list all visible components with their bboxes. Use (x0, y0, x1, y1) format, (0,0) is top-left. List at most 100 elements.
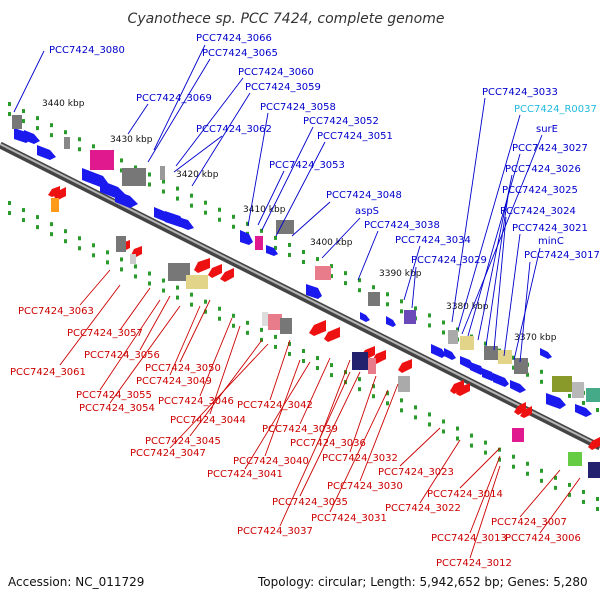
track-dot (36, 225, 39, 230)
track-dot (106, 260, 109, 265)
reverse-gene (208, 264, 222, 278)
gene-label: PCC7424_3041 (207, 469, 283, 480)
leader-line (175, 77, 244, 167)
track-dot (106, 250, 109, 255)
reverse-gene (588, 437, 600, 450)
scale-label: 3420 kbp (176, 170, 219, 180)
forward-gene (444, 348, 456, 360)
track-dot (344, 271, 347, 276)
forward-gene (240, 230, 253, 245)
track-dot (162, 179, 165, 184)
track-dot (456, 327, 459, 332)
leader-line (493, 216, 507, 351)
gene-box (552, 376, 572, 392)
reverse-gene (398, 359, 412, 373)
leader-line (503, 233, 521, 357)
track-dot (120, 257, 123, 262)
track-dot (218, 217, 221, 222)
leader-line (403, 245, 421, 301)
track-dot (204, 200, 207, 205)
track-dot (372, 394, 375, 399)
leader-line (469, 455, 501, 534)
leader-line (321, 217, 361, 259)
track-dot (400, 398, 403, 403)
track-dot (22, 119, 25, 124)
track-dot (274, 334, 277, 339)
reverse-gene (48, 186, 60, 197)
gene-label: PCC7424_3031 (311, 513, 387, 524)
track-dot (442, 330, 445, 335)
track-dot (50, 222, 53, 227)
gene-label: PCC7424_3024 (500, 206, 576, 217)
leader-line (127, 103, 149, 135)
leader-line (169, 305, 201, 376)
leader-line (139, 295, 171, 351)
gene-box (160, 166, 165, 180)
gene-label: PCC7424_3045 (145, 436, 221, 447)
track-dot (554, 475, 557, 480)
leader-line (467, 153, 521, 337)
track-dot (176, 196, 179, 201)
track-dot (120, 158, 123, 163)
gene-label: PCC7424_3042 (237, 400, 313, 411)
leader-line (411, 266, 417, 309)
gene-label: PCC7424_3052 (303, 116, 379, 127)
gene-label: PCC7424_3034 (395, 235, 471, 246)
track-dot (92, 144, 95, 149)
track-dot (330, 373, 333, 378)
gene-label: PCC7424_3035 (272, 497, 348, 508)
track-dot (274, 245, 277, 250)
forward-gene (266, 245, 278, 256)
track-dot (288, 252, 291, 257)
track-dot (428, 313, 431, 318)
gene-box (568, 452, 582, 466)
track-dot (78, 147, 81, 152)
leader-line (179, 299, 211, 363)
track-dot (148, 182, 151, 187)
gene-label: PCC7424_3037 (237, 526, 313, 537)
gene-label: PCC7424_3027 (512, 143, 588, 154)
gene-box (484, 346, 498, 360)
track-dot (134, 274, 137, 279)
scale-label: 3410 kbp (243, 205, 286, 215)
track-dot (414, 415, 417, 420)
reverse-gene-labels: PCC7424_3063 PCC7424_3057 PCC7424_3056 P… (10, 306, 581, 569)
reverse-gene (220, 268, 234, 282)
track-dot (218, 316, 221, 321)
track-dot (596, 506, 599, 511)
leader-line (451, 97, 486, 323)
rna-gene-label: PCC7424_R0037 (514, 104, 597, 115)
forward-gene (386, 316, 396, 327)
track-dot (386, 302, 389, 307)
forward-gene (306, 284, 322, 299)
gene-label: PCC7424_3065 (202, 48, 278, 59)
gene-box (368, 292, 380, 306)
gene-box (315, 266, 331, 280)
track-dot (442, 429, 445, 434)
track-dot (344, 281, 347, 286)
gene-label: PCC7424_3013 (431, 533, 507, 544)
track-dot (596, 407, 599, 412)
track-dot (78, 236, 81, 241)
gene-label: PCC7424_3032 (322, 453, 398, 464)
track-dot (232, 214, 235, 219)
track-dot (400, 309, 403, 314)
accession-text: Accession: NC_011729 (8, 575, 144, 589)
track-dot (568, 492, 571, 497)
gene-label: PCC7424_3033 (482, 87, 558, 98)
track-dot (288, 242, 291, 247)
leader-line (209, 325, 241, 415)
scale-label: 3430 kbp (110, 135, 153, 145)
track-dot (134, 165, 137, 170)
scale-label: 3400 kbp (310, 238, 353, 248)
gene-label: PCC7424_3017 (524, 250, 600, 261)
gene-label: PCC7424_3029 (411, 255, 487, 266)
track-dot (204, 210, 207, 215)
track-dot (386, 391, 389, 396)
track-dot (358, 288, 361, 293)
gene-box (90, 150, 114, 170)
map-title: Cyanothece sp. PCC 7424, complete genome (128, 11, 445, 27)
leader-line (459, 447, 501, 489)
track-dot (288, 341, 291, 346)
track-dot (428, 323, 431, 328)
